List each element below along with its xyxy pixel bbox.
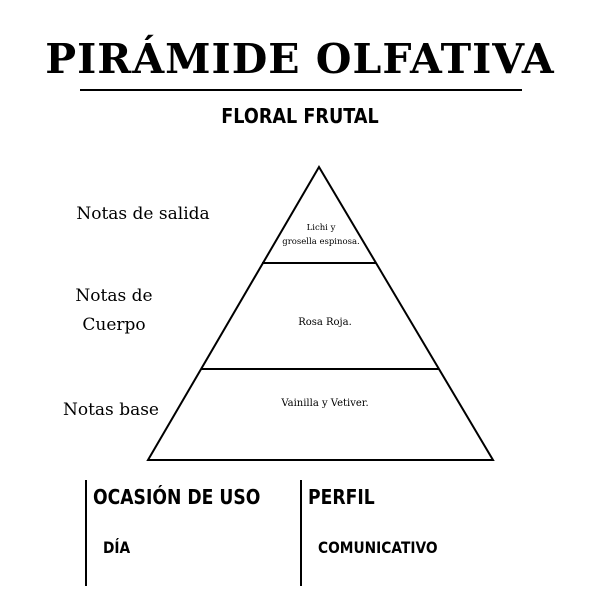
- occasion-heading: OCASIÓN DE USO: [93, 485, 261, 509]
- tier-notes-salida-line-2: grosella espinosa.: [282, 237, 360, 247]
- tier-label-salida: Notas de salida: [58, 200, 228, 229]
- occasion-section: OCASIÓN DE USO DÍA: [85, 480, 287, 586]
- profile-section: PERFIL COMUNICATIVO: [300, 480, 522, 586]
- tier-label-salida-line: Notas de salida: [76, 204, 210, 224]
- title-underline: [80, 89, 522, 91]
- tier-label-cuerpo-line-1: Notas de: [75, 286, 153, 306]
- tier-notes-base: Vainilla y Vetiver.: [281, 398, 369, 409]
- tier-label-base-line: Notas base: [62, 400, 159, 420]
- tier-notes-salida: Lichi y grosella espinosa.: [262, 221, 380, 249]
- profile-heading: PERFIL: [308, 485, 375, 509]
- tier-notes-cuerpo: Rosa Roja.: [298, 317, 352, 328]
- occasion-value: DÍA: [103, 538, 131, 557]
- fragrance-family: FLORAL FRUTAL: [221, 104, 379, 128]
- tier-label-cuerpo: Notas de Cuerpo: [54, 282, 174, 340]
- pyramid-outline: [146, 165, 495, 461]
- page-title: PIRÁMIDE OLFATIVA: [45, 35, 555, 83]
- tier-label-base: Notas base: [46, 396, 176, 425]
- tier-notes-salida-line-1: Lichi y: [306, 223, 336, 233]
- profile-value: COMUNICATIVO: [318, 538, 438, 557]
- tier-label-cuerpo-line-2: Cuerpo: [82, 315, 146, 335]
